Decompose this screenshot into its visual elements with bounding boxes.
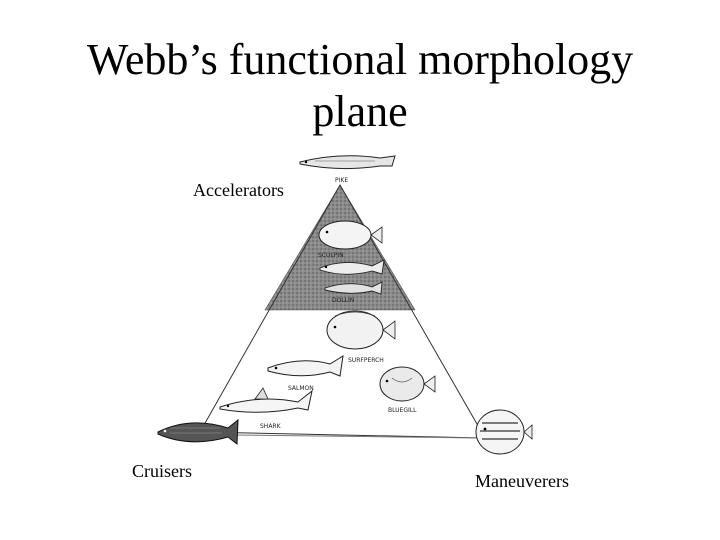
fish-label-sculpin: SCULPIN [318,252,344,259]
butterflyfish-icon [475,409,533,455]
fish-label-bluegill: BLUEGILL [388,407,417,414]
slide-title: Webb’s functional morphology plane [0,34,720,138]
label-maneuverers: Maneuverers [475,471,569,491]
fish-label-shark: SHARK [260,423,282,430]
fish-label-salmon: SALMON [288,385,314,392]
sculpin-icon: SCULPIN [318,252,385,275]
morphology-triangle-diagram: PIKE SCULPIN DOLLIN SURFPERCH SALMON BLU [157,155,533,455]
dollin-icon: DOLLIN [324,281,383,304]
triangle-outline [199,183,486,439]
title-line-2: plane [312,87,408,136]
label-cruisers: Cruisers [132,461,192,481]
surfperch-icon: SURFPERCH [326,310,396,364]
shark-icon: SHARK [219,387,313,430]
salmon-icon: SALMON [267,355,344,392]
title-line-1: Webb’s functional morphology [86,35,634,84]
label-accelerators: Accelerators [193,180,284,200]
bluegill-icon: BLUEGILL [379,366,436,414]
triangle-base [234,434,481,439]
fish-label-dollin: DOLLIN [332,297,354,304]
fish-label-pike: PIKE [335,177,348,184]
fish-label-surfperch: SURFPERCH [348,357,384,364]
tuna-icon [157,418,239,445]
flatfish-icon [318,220,383,250]
pike-icon: PIKE [299,155,396,184]
